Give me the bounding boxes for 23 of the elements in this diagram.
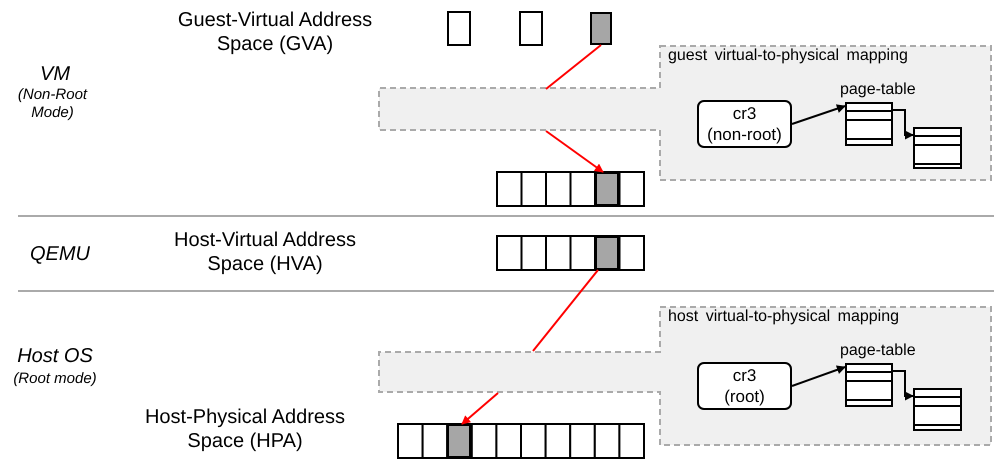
arrow <box>545 130 604 173</box>
arrow <box>461 392 499 425</box>
table-label: page-table <box>840 81 916 99</box>
register-box: cr3 (non-root) <box>697 100 792 148</box>
region-title: host virtual-to-physical mapping <box>668 308 899 326</box>
memory-cell <box>590 12 612 45</box>
axis-label: Guest-Virtual Address Space (GVA) <box>176 8 374 56</box>
register-box: cr3 (root) <box>697 362 792 410</box>
layer-label: Host OS <box>16 344 94 368</box>
axis-label: Host-Virtual Address Space (HVA) <box>173 228 357 276</box>
connector-line <box>532 269 599 352</box>
region-title: guest virtual-to-physical mapping <box>668 47 908 65</box>
arrow <box>792 366 846 387</box>
layer-label: VM <box>39 62 71 86</box>
arrow <box>893 109 914 140</box>
connector-line <box>545 44 602 90</box>
layer-note: (Root mode) <box>12 370 98 388</box>
layer-label: QEMU <box>29 242 91 266</box>
table-label: page-table <box>840 342 916 360</box>
axis-label: Host-Physical Address Space (HPA) <box>144 405 346 453</box>
arrow <box>893 370 914 400</box>
layer-note: (Non-Root Mode) <box>16 86 88 122</box>
arrow <box>792 104 846 125</box>
